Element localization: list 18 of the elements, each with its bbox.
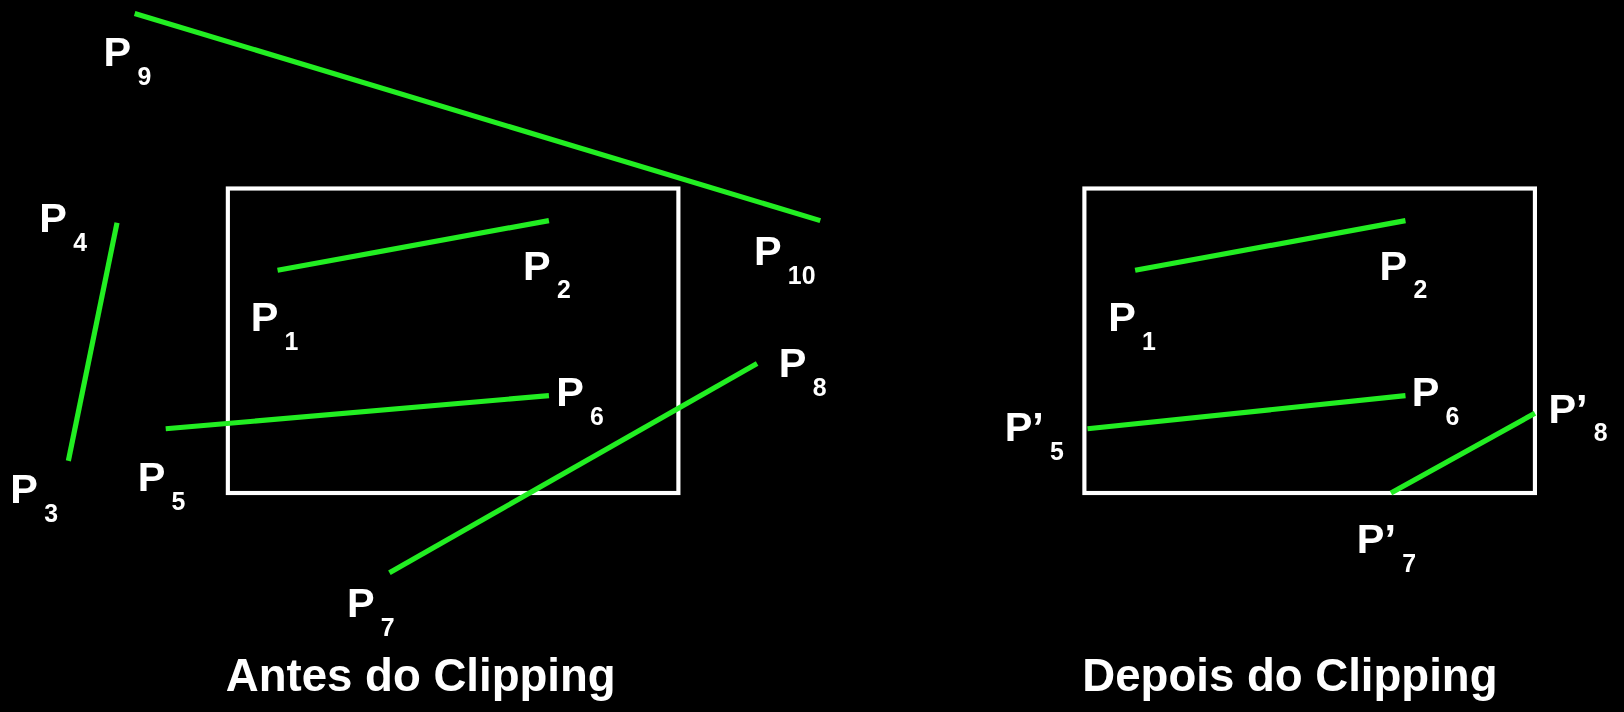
point-label: P$_{8}$ (778, 341, 827, 400)
point-label: P$_{1}$ (1108, 296, 1156, 355)
point-label: P$_{1}$ (250, 296, 299, 355)
point-label: P$_{9}$ (103, 31, 152, 90)
point-label: P’$_{7}$ (1356, 517, 1416, 576)
point-label: P’$_{8}$ (1548, 387, 1608, 446)
point-label: P$_{2}$ (523, 244, 571, 303)
point-label: P$_{6}$ (556, 370, 604, 429)
point-label: P$_{4}$ (39, 196, 88, 255)
point-label: P$_{2}$ (1379, 244, 1428, 303)
point-label: P$_{10}$ (754, 229, 816, 288)
point-label: P$_{5}$ (137, 455, 186, 514)
panel-caption: Depois do Clipping (1082, 650, 1498, 701)
point-label: P$_{7}$ (346, 582, 395, 641)
point-label: P$_{6}$ (1411, 370, 1460, 429)
panel-caption: Antes do Clipping (225, 650, 616, 701)
point-label: P’$_{5}$ (1004, 406, 1064, 464)
point-label: P$_{3}$ (10, 468, 59, 527)
